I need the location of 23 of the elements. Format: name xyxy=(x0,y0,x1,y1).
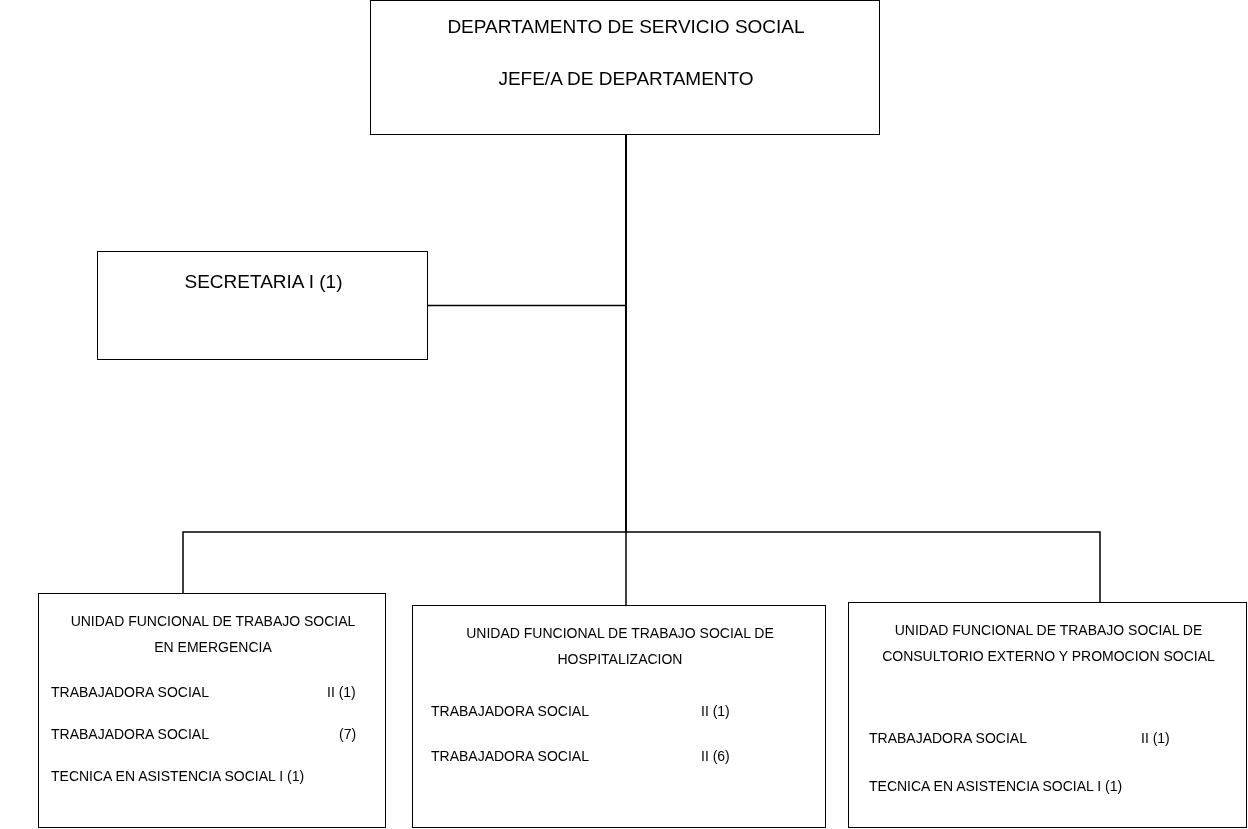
box-text: TRABAJADORA SOCIAL xyxy=(51,725,210,744)
box-text: TRABAJADORA SOCIAL xyxy=(869,729,1028,748)
box-text: TECNICA EN ASISTENCIA SOCIAL I (1) xyxy=(869,777,1124,796)
box-text: II (6) xyxy=(701,747,731,766)
box-text: TRABAJADORA SOCIAL xyxy=(431,702,590,721)
box-text: II (1) xyxy=(1141,729,1171,748)
box-text: II (1) xyxy=(327,683,357,702)
box-text: TRABAJADORA SOCIAL xyxy=(431,747,590,766)
box-title: SECRETARIA I (1) xyxy=(183,270,344,294)
box-title: DEPARTAMENTO DE SERVICIO SOCIAL xyxy=(446,15,806,39)
box-title: UNIDAD FUNCIONAL DE TRABAJO SOCIAL EN EMERGENCIA xyxy=(69,612,357,657)
org-box xyxy=(848,602,1247,828)
box-text: TECNICA EN ASISTENCIA SOCIAL I (1) xyxy=(51,767,306,786)
org-box xyxy=(38,593,386,828)
box-text: II (1) xyxy=(701,702,731,721)
box-text: (7) xyxy=(339,725,358,744)
box-text: TRABAJADORA SOCIAL xyxy=(51,683,210,702)
org-box xyxy=(97,251,428,360)
org-box xyxy=(412,605,826,828)
box-title: UNIDAD FUNCIONAL DE TRABAJO SOCIAL DE CONSULTORIO EXTERNO Y PROMOCION SOCIAL xyxy=(881,621,1216,666)
box-text: JEFE/A DE DEPARTAMENTO xyxy=(497,67,755,91)
box-title: UNIDAD FUNCIONAL DE TRABAJO SOCIAL DE HOSPITALIZACION xyxy=(465,624,775,669)
org-box xyxy=(370,0,880,135)
